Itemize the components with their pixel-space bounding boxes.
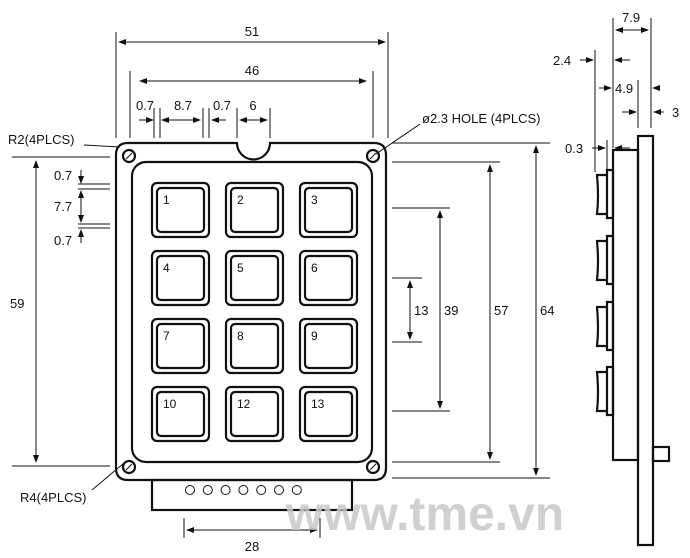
dim-0-7: 0.7: [54, 233, 72, 248]
mount-hole: [121, 148, 137, 164]
side-key: [595, 365, 615, 417]
key-label: 4: [163, 261, 170, 275]
label-hole: ø2.3 HOLE (4PLCS): [422, 111, 541, 126]
connector-pin: [256, 485, 267, 495]
connector-pin: [274, 485, 284, 495]
key-label: 13: [311, 397, 325, 411]
side-pin: [651, 445, 671, 463]
key-label: 5: [237, 261, 244, 275]
key-label: 1: [163, 193, 170, 207]
key-1: 1: [150, 181, 211, 239]
dim-7-7: 7.7: [54, 199, 72, 214]
side-view: 7.9 2.4 4.9 3 0.3: [553, 10, 679, 547]
mount-hole: [365, 148, 381, 164]
inner-panel: [130, 160, 374, 464]
side-key: [595, 300, 615, 352]
connector: [150, 478, 354, 512]
label-r4: R4(4PLCS): [20, 490, 86, 505]
dim-7-9: 7.9: [622, 10, 640, 25]
dim-59: 59: [10, 296, 24, 311]
dim-0-3: 0.3: [565, 141, 583, 156]
dim-8-7: 8.7: [174, 98, 192, 113]
side-key: [595, 168, 615, 220]
key-13: 13: [298, 385, 359, 443]
key-12: 12: [224, 385, 285, 443]
dim-0-7: 0.7: [54, 168, 72, 183]
label-r2: R2(4PLCS): [8, 132, 74, 147]
key-label: 7: [163, 329, 170, 343]
key-label: 6: [311, 261, 318, 275]
dim-0-7: 0.7: [213, 98, 231, 113]
dim-46: 46: [245, 63, 259, 78]
mount-hole: [121, 459, 137, 475]
dim-13: 13: [414, 303, 428, 318]
key-label: 12: [237, 397, 251, 411]
top-dimensions: 51 46 0.7 8.7 0.7 6: [115, 24, 389, 138]
key-label: 9: [311, 329, 318, 343]
left-dimensions: R2(4PLCS) 59 0.7 7.7 0.7 R4(4PLCS): [8, 132, 125, 505]
connector-pin: [238, 485, 249, 495]
dim-64: 64: [540, 303, 554, 318]
back-plate: [636, 134, 655, 547]
mount-hole: [365, 459, 381, 475]
key-label: 10: [163, 397, 177, 411]
key-4: 4: [150, 249, 211, 307]
key-9: 9: [298, 317, 359, 375]
key-7: 7: [150, 317, 211, 375]
key-3: 3: [298, 181, 359, 239]
connector-pin: [185, 485, 195, 495]
side-key: [595, 234, 615, 286]
dim-0-7: 0.7: [136, 98, 154, 113]
dim-6: 6: [249, 98, 256, 113]
connector-pin: [291, 485, 302, 495]
key-2: 2: [224, 181, 285, 239]
dim-2-4: 2.4: [553, 53, 571, 68]
outer-plate: [114, 141, 388, 482]
connector-pin: [202, 485, 213, 495]
dim-57: 57: [494, 303, 508, 318]
connector-pin: [220, 485, 231, 495]
watermark: www.tme.vn: [285, 488, 564, 541]
key-5: 5: [224, 249, 285, 307]
dim-3: 3: [672, 105, 679, 120]
body: [611, 148, 640, 462]
key-10: 10: [150, 385, 211, 443]
right-dimensions: ø2.3 HOLE (4PLCS) 13 39 57 64: [375, 111, 554, 479]
dim-39: 39: [444, 303, 458, 318]
dim-28: 28: [245, 539, 259, 554]
key-label: 3: [311, 193, 318, 207]
key-6: 6: [298, 249, 359, 307]
dim-4-9: 4.9: [615, 81, 633, 96]
key-8: 8: [224, 317, 285, 375]
key-label: 8: [237, 329, 244, 343]
key-label: 2: [237, 193, 244, 207]
dim-51: 51: [245, 24, 259, 39]
bottom-dimension: 28: [183, 518, 321, 554]
